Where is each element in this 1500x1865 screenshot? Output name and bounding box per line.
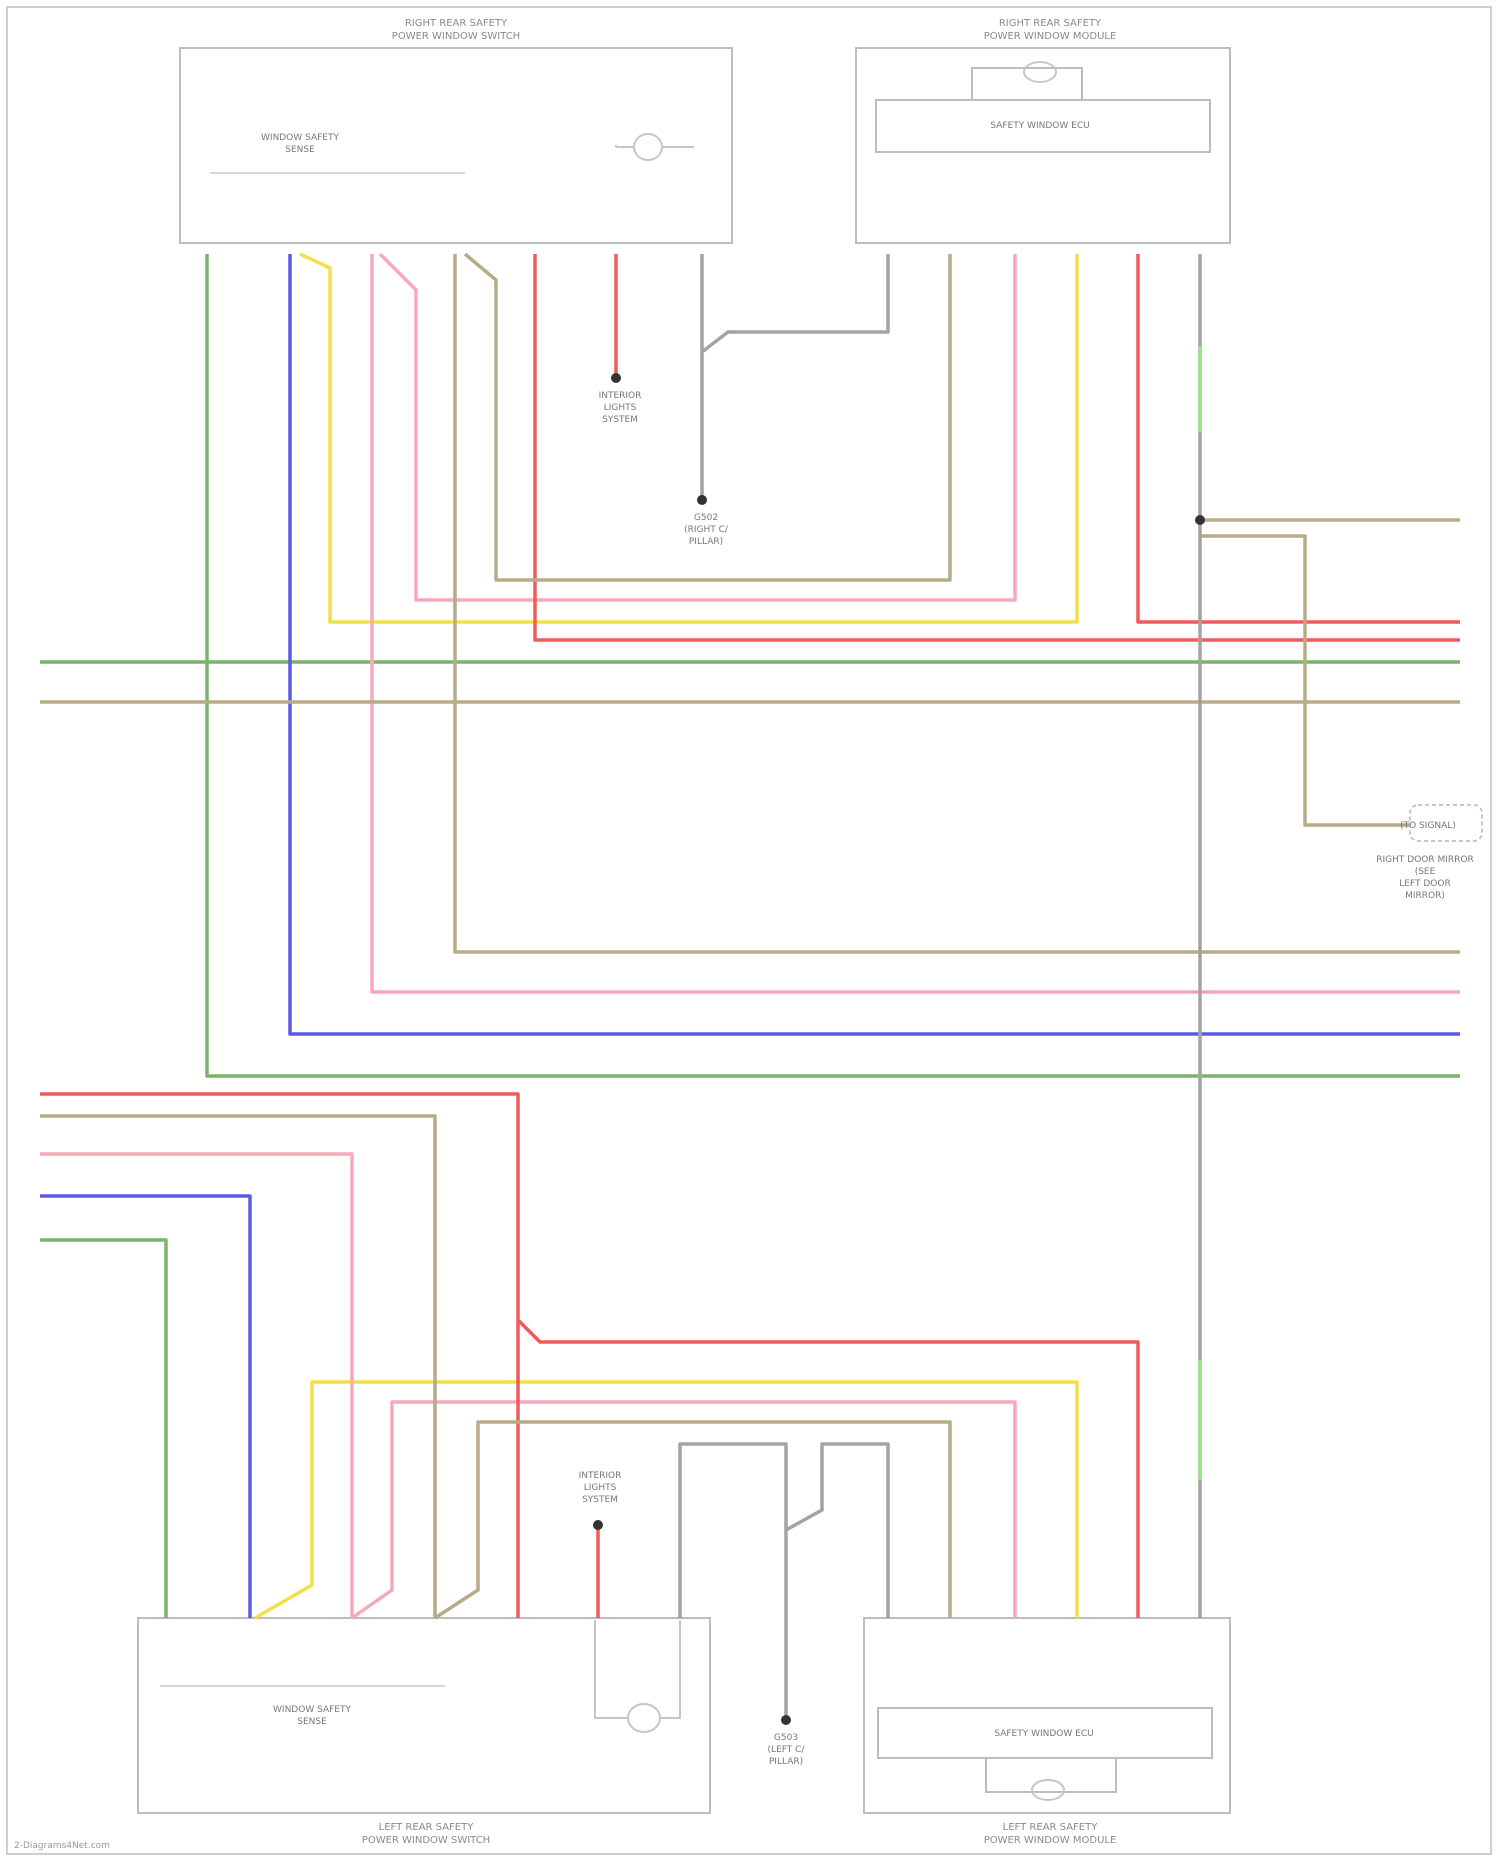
door-sensor-line-4: MIRROR) <box>1405 891 1445 901</box>
motor-icon <box>634 134 662 160</box>
module-motor-icon <box>1024 62 1056 82</box>
right-rear-switch-box: RIGHT REAR SAFETY POWER WINDOW SWITCH WI… <box>180 18 732 243</box>
left-rear-module-inner: SAFETY WINDOW ECU <box>994 1729 1093 1739</box>
right-rear-module-title-2: POWER WINDOW MODULE <box>984 31 1117 42</box>
splice-node-right <box>1195 515 1205 525</box>
footer-credit: 2-Diagrams4Net.com <box>14 1841 110 1851</box>
left-rear-switch-inner-1: WINDOW SAFETY <box>273 1705 351 1715</box>
ground-lower-line-2: (LEFT C/ <box>768 1745 806 1755</box>
splices <box>593 373 1205 1725</box>
splice-lower-line-1: INTERIOR <box>579 1471 622 1481</box>
ground-node-lower <box>781 1715 791 1725</box>
right-rear-switch-title-2: POWER WINDOW SWITCH <box>392 31 520 42</box>
splice-upper-line-3: SYSTEM <box>602 415 638 425</box>
ground-upper-line-1: G502 <box>694 513 718 523</box>
splice-lower-line-3: SYSTEM <box>582 1495 618 1505</box>
splice-lower-line-2: LIGHTS <box>584 1483 617 1493</box>
right-rear-module-box: RIGHT REAR SAFETY POWER WINDOW MODULE SA… <box>856 18 1230 243</box>
left-rear-switch-title-2: POWER WINDOW SWITCH <box>362 1835 490 1846</box>
splice-node-lower <box>593 1520 603 1530</box>
module-motor-icon-lower <box>1032 1780 1064 1800</box>
right-rear-module-inner: SAFETY WINDOW ECU <box>990 121 1089 131</box>
left-rear-module-box: LEFT REAR SAFETY POWER WINDOW MODULE SAF… <box>864 1618 1230 1846</box>
ground-upper-line-3: PILLAR) <box>689 537 723 547</box>
door-sensor-line-2: (SEE <box>1415 867 1436 877</box>
system-labels: INTERIOR LIGHTS SYSTEM G502 (RIGHT C/ PI… <box>579 391 1482 1767</box>
splice-upper-line-2: LIGHTS <box>604 403 637 413</box>
splice-node-upper <box>611 373 621 383</box>
left-rear-module-title-2: POWER WINDOW MODULE <box>984 1835 1117 1846</box>
left-rear-switch-box: LEFT REAR SAFETY POWER WINDOW SWITCH WIN… <box>138 1618 710 1846</box>
left-rear-switch-inner-2: SENSE <box>297 1717 327 1727</box>
splice-upper-line-1: INTERIOR <box>599 391 642 401</box>
right-rear-switch-title-1: RIGHT REAR SAFETY <box>405 18 508 29</box>
wires <box>40 254 1460 1720</box>
ground-node-upper <box>697 495 707 505</box>
ground-lower-line-1: G503 <box>774 1733 798 1743</box>
ground-upper-line-2: (RIGHT C/ <box>684 525 729 535</box>
right-rear-switch-inner-1: WINDOW SAFETY <box>261 133 339 143</box>
left-rear-module-title-1: LEFT REAR SAFETY <box>1003 1822 1099 1833</box>
right-rear-switch-inner-2: SENSE <box>285 145 315 155</box>
door-sensor-line-1: RIGHT DOOR MIRROR <box>1376 855 1473 865</box>
left-rear-switch-title-1: LEFT REAR SAFETY <box>379 1822 475 1833</box>
ground-lower-line-3: PILLAR) <box>769 1757 803 1767</box>
connector-ref-text: (TO SIGNAL) <box>1400 821 1456 831</box>
door-sensor-line-3: LEFT DOOR <box>1399 879 1450 889</box>
right-rear-module-title-1: RIGHT REAR SAFETY <box>999 18 1102 29</box>
motor-icon-lower <box>628 1704 660 1732</box>
